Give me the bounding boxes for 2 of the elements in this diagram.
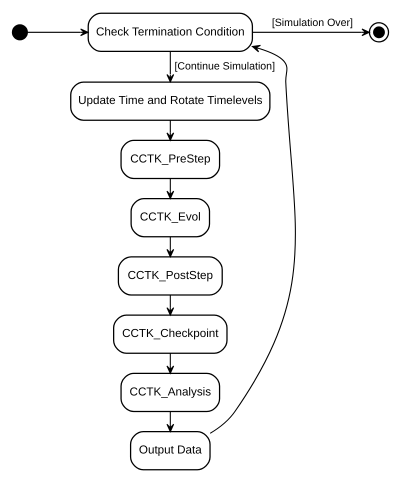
- edge-label: [Continue Simulation]: [174, 60, 276, 72]
- edge-label: [Simulation Over]: [272, 16, 353, 28]
